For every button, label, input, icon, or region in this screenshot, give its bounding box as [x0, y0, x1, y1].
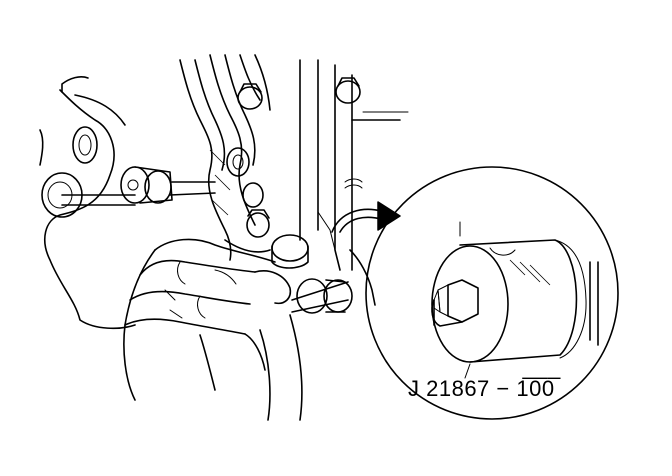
tool-installed-small: [271, 211, 353, 314]
tool-number-label: J 21867 − 1̅0̅0̅: [408, 376, 555, 401]
detail-arrow: [331, 201, 401, 233]
engine-block-outline: [39, 76, 216, 330]
technician-hand: [123, 238, 292, 401]
cylinder-head-casting: [179, 54, 409, 421]
detail-magnifier-circle: [365, 166, 619, 420]
tool-detail: [431, 221, 599, 379]
